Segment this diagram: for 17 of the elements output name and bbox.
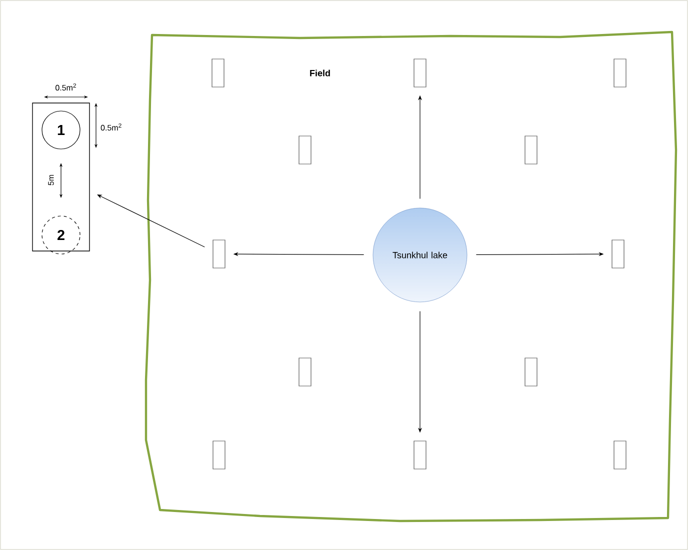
arrow xyxy=(97,194,205,248)
dimension-label: 5m xyxy=(48,174,54,186)
plot-box xyxy=(524,358,538,386)
plot-box xyxy=(524,136,538,164)
dimension-label: 0.5m$^{2}$ xyxy=(100,123,122,131)
plot-layout-box xyxy=(32,102,90,252)
plot-box xyxy=(414,58,426,88)
plot-box xyxy=(298,136,312,164)
plot-box xyxy=(612,240,624,268)
plot-box xyxy=(212,440,226,470)
plot-box xyxy=(298,358,312,386)
plot-box xyxy=(614,58,626,88)
plot-box xyxy=(212,58,224,88)
plot-box xyxy=(414,440,426,470)
plot-box xyxy=(212,240,226,268)
dimension-label: 0.5m$^{2}$ xyxy=(56,83,76,91)
plot-box xyxy=(614,440,626,470)
